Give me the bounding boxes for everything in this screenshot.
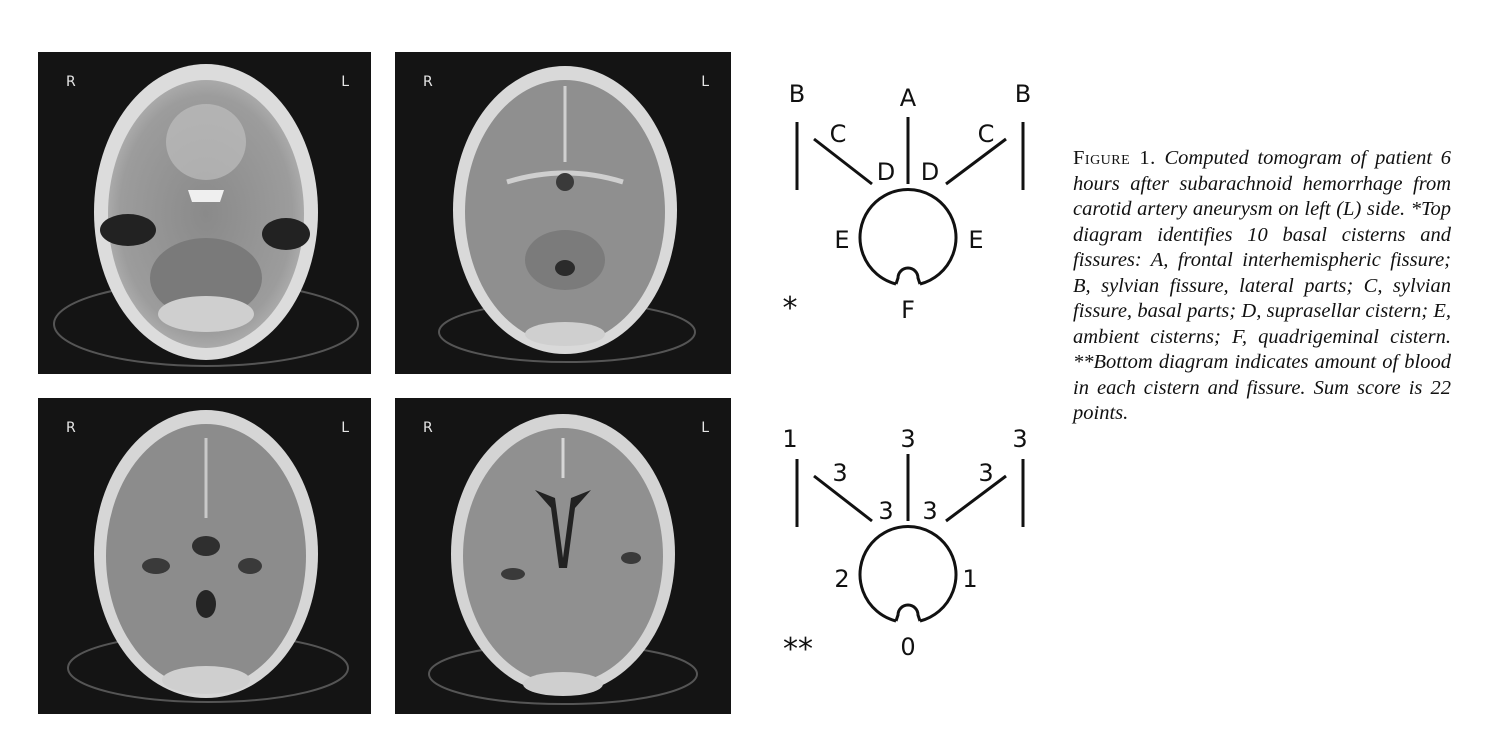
- score-b-left: 1: [782, 425, 797, 453]
- score-e-right: 1: [962, 565, 977, 593]
- ct-scan-image-4: [428, 414, 698, 705]
- right-side-label: R: [423, 74, 433, 90]
- left-side-label: L: [701, 420, 709, 436]
- figure-number: Figure 1.: [1073, 147, 1156, 169]
- ct-scan-panel-3: R L: [38, 398, 371, 714]
- label-e-right: E: [968, 226, 983, 254]
- label-d-left: D: [877, 158, 895, 186]
- label-d-right: D: [921, 158, 939, 186]
- score-b-right: 3: [1012, 425, 1027, 453]
- score-f: 0: [900, 633, 915, 661]
- score-d-right: 3: [922, 497, 937, 525]
- cistern-diagram-top: B A B C C D D E E F *: [783, 80, 1032, 326]
- cistern-diagram-bottom: 1 3 3 3 3 3 3 2 1 0 **: [782, 425, 1027, 667]
- ct-scan-image-2: [438, 66, 696, 363]
- score-c-right: 3: [978, 459, 993, 487]
- ct-scan-panel-4: R L: [395, 398, 731, 714]
- label-b-right: B: [1015, 80, 1031, 108]
- ct-scan-image-1: [53, 64, 359, 367]
- left-side-label: L: [341, 420, 349, 436]
- asterisk-marker: *: [783, 291, 798, 326]
- cistern-diagrams: B A B C C D D E E F * 1 3 3 3 3 3 3 2 1 …: [782, 80, 1032, 667]
- label-a: A: [900, 84, 917, 112]
- caption-text: Computed tomogram of patient 6 hours aft…: [1073, 147, 1452, 424]
- label-c-left: C: [830, 120, 847, 148]
- score-d-left: 3: [878, 497, 893, 525]
- ct-scan-image-3: [67, 410, 349, 703]
- right-side-label: R: [423, 420, 433, 436]
- label-b-left: B: [789, 80, 805, 108]
- left-side-label: L: [701, 74, 709, 90]
- label-e-left: E: [834, 226, 849, 254]
- left-side-label: L: [341, 74, 349, 90]
- double-asterisk-marker: **: [783, 632, 813, 667]
- right-side-label: R: [66, 74, 76, 90]
- label-f: F: [901, 296, 915, 324]
- score-a: 3: [900, 425, 915, 453]
- ct-scan-panel-2: R L: [395, 52, 731, 374]
- right-side-label: R: [66, 420, 76, 436]
- ct-scan-panel-1: R L: [38, 52, 371, 374]
- score-c-left: 3: [832, 459, 847, 487]
- figure-caption: Figure 1. Computed tomogram of patient 6…: [1073, 146, 1451, 427]
- label-c-right: C: [978, 120, 995, 148]
- score-e-left: 2: [834, 565, 849, 593]
